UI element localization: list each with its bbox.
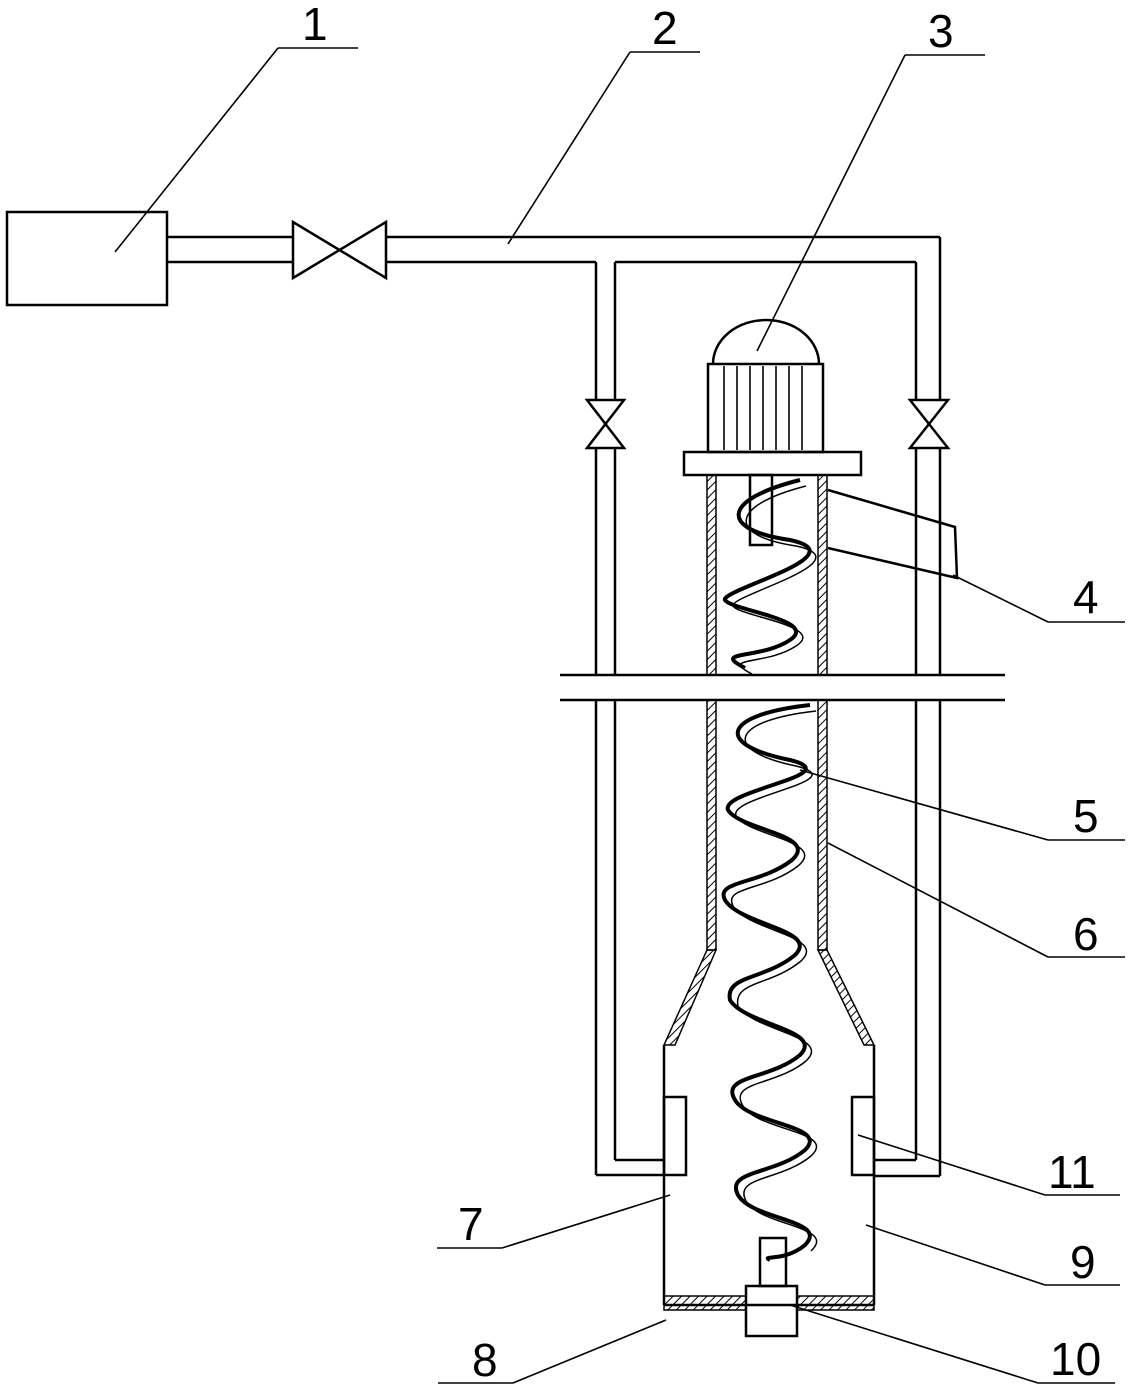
callout-10: 10	[1050, 1333, 1101, 1385]
spiral-screw	[721, 478, 818, 1262]
callout-9: 9	[1070, 1236, 1096, 1288]
left-branch-pipe	[594, 448, 664, 1177]
feed-hopper	[827, 488, 959, 580]
callout-6: 6	[1073, 908, 1099, 960]
left-branch-valve	[584, 398, 627, 450]
bearing-block	[744, 1236, 799, 1338]
callout-5: 5	[1073, 790, 1099, 842]
source-box	[5, 210, 169, 307]
right-branch-valve	[907, 398, 951, 450]
supply-pipe	[167, 219, 942, 400]
leader-lines	[114, 47, 1125, 1384]
callout-7: 7	[458, 1198, 484, 1250]
main-valve	[291, 219, 388, 281]
drive-shaft	[748, 473, 774, 547]
callout-4: 4	[1073, 571, 1099, 623]
callout-3: 3	[928, 5, 954, 57]
lower-chamber	[662, 1045, 876, 1307]
break-lines	[560, 673, 1005, 702]
callout-2: 2	[652, 2, 678, 54]
callout-8: 8	[472, 1334, 498, 1386]
motor	[682, 318, 863, 477]
right-branch-pipe	[874, 448, 942, 1178]
callout-1: 1	[302, 0, 328, 50]
upper-tube	[662, 474, 876, 1046]
bottom-plate	[663, 1295, 875, 1311]
callout-11: 11	[1048, 1146, 1096, 1198]
